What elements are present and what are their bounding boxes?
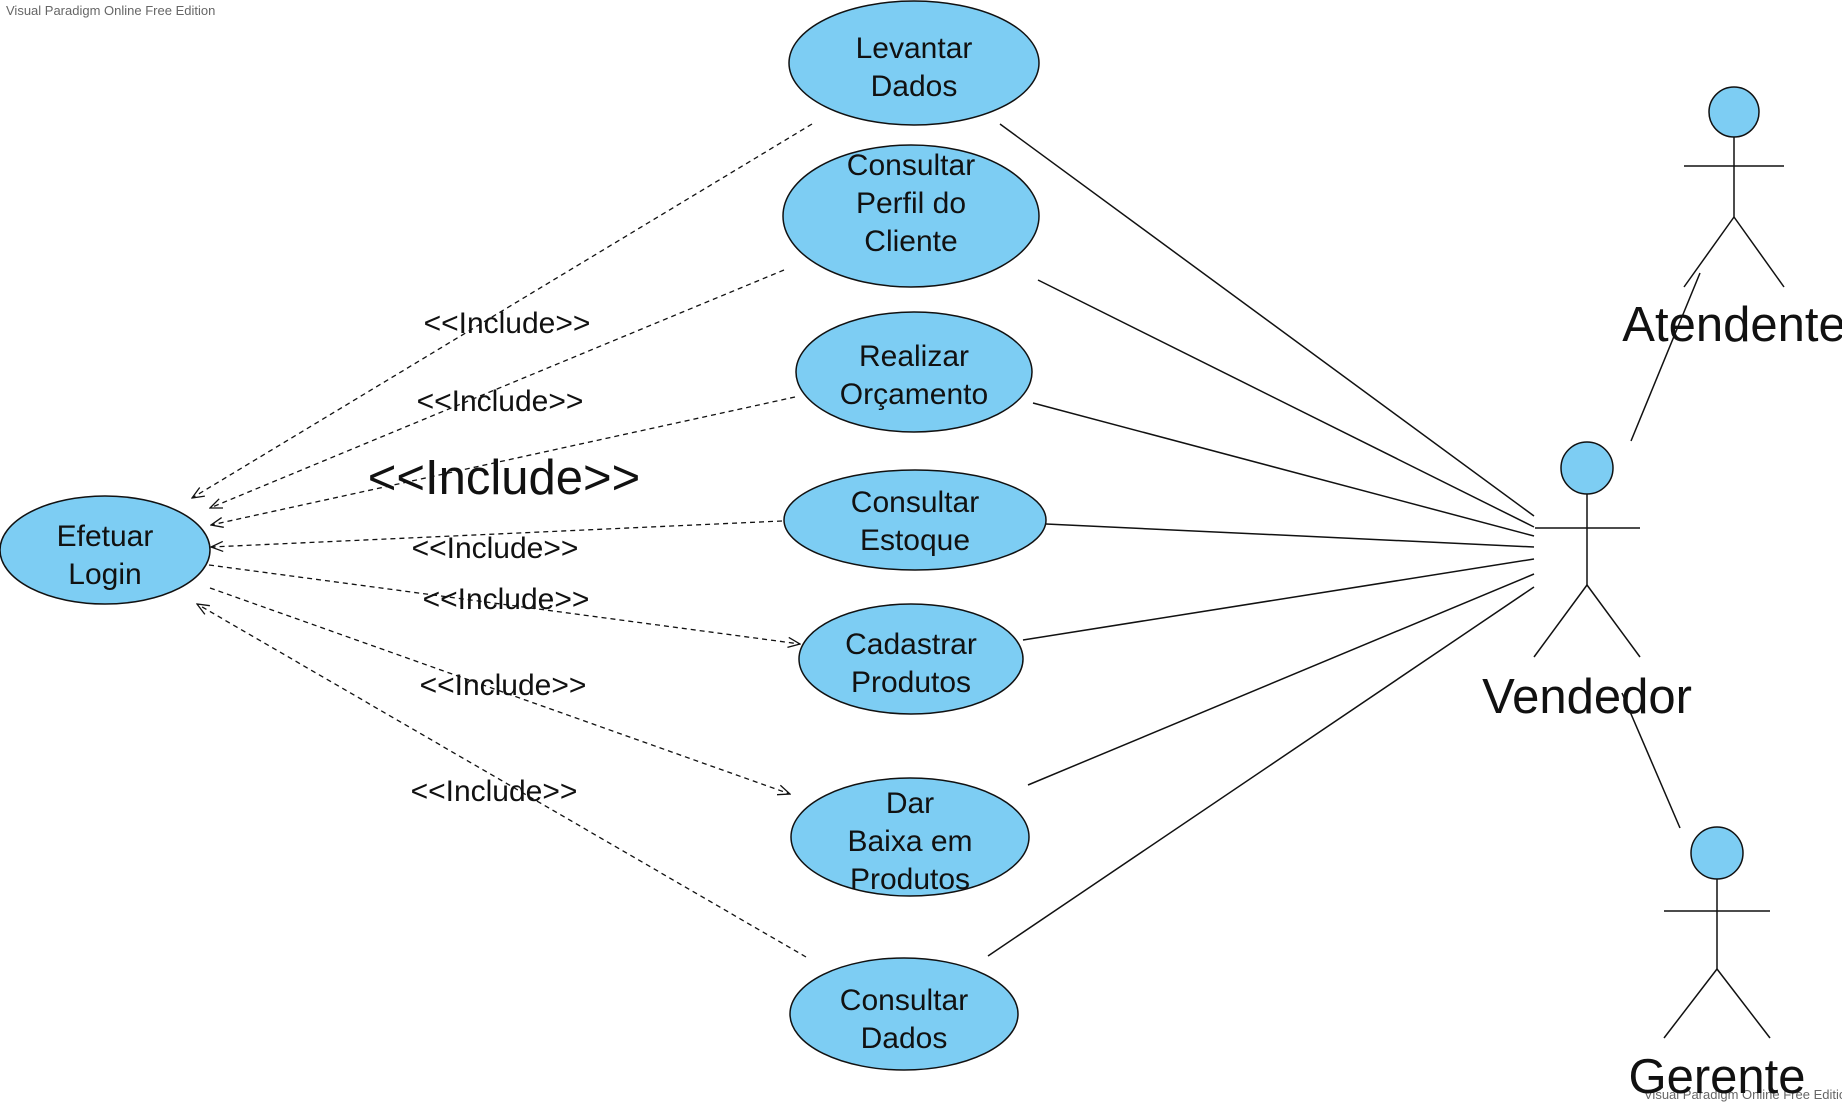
association-realizar-orcamento bbox=[1032, 402, 1535, 537]
use-case-label: Perfil do bbox=[856, 187, 966, 220]
generalization-gerente bbox=[1621, 692, 1681, 829]
watermark-bottom: Visual Paradigm Online Free Edition bbox=[1644, 1087, 1842, 1102]
use-case-label: Dar bbox=[886, 787, 934, 820]
include-label: <<Include>> bbox=[412, 532, 579, 565]
association-lines bbox=[987, 123, 1701, 957]
use-case-label: Consultar bbox=[851, 486, 979, 519]
include-arrow-realizar-orcamento bbox=[211, 396, 796, 525]
include-arrow-levantar-dados bbox=[192, 123, 813, 498]
use-case-levantar-dados[interactable]: Levantar Dados bbox=[788, 0, 1040, 126]
include-arrow-dar-baixa bbox=[209, 587, 790, 794]
use-case-cadastrar-produtos[interactable]: Cadastrar Produtos bbox=[798, 603, 1024, 715]
include-dependencies bbox=[192, 123, 813, 958]
association-cadastrar-produtos bbox=[1022, 558, 1535, 641]
actor-head bbox=[1560, 441, 1614, 495]
use-case-label: Baixa em bbox=[847, 825, 972, 858]
association-consultar-perfil bbox=[1037, 279, 1535, 528]
include-label: <<Include>> bbox=[411, 775, 578, 808]
actor-head bbox=[1708, 86, 1760, 138]
actor-head bbox=[1690, 826, 1744, 880]
use-case-label: Login bbox=[68, 558, 141, 591]
use-case-label: Produtos bbox=[850, 863, 970, 896]
association-dar-baixa bbox=[1027, 573, 1535, 786]
include-label: <<Include>> bbox=[424, 307, 591, 340]
use-case-label: Realizar bbox=[859, 340, 969, 373]
use-case-realizar-orcamento[interactable]: Realizar Orçamento bbox=[795, 311, 1033, 433]
watermark-top: Visual Paradigm Online Free Edition bbox=[6, 3, 216, 18]
use-case-label: Consultar bbox=[840, 984, 968, 1017]
association-consultar-dados bbox=[987, 586, 1535, 957]
include-arrow-cadastrar-produtos bbox=[208, 564, 800, 644]
use-case-label: Efetuar bbox=[57, 520, 154, 553]
use-case-label: Consultar bbox=[847, 149, 975, 182]
use-case-label: Orçamento bbox=[840, 378, 988, 411]
actor-label-atendente: Atendente bbox=[1622, 298, 1842, 352]
use-case-label: Cliente bbox=[864, 225, 957, 258]
use-case-consultar-dados[interactable]: Consultar Dados bbox=[789, 957, 1019, 1071]
association-consultar-estoque bbox=[1045, 523, 1535, 548]
actor-label-gerente: Gerente bbox=[1628, 1050, 1805, 1103]
association-levantar-dados bbox=[999, 123, 1535, 517]
include-label: <<Include>> bbox=[417, 385, 584, 418]
include-arrow-consultar-dados bbox=[197, 604, 807, 958]
use-case-label: Levantar bbox=[856, 32, 973, 65]
use-case-consultar-perfil-do-cliente[interactable]: Consultar Perfil do Cliente bbox=[782, 144, 1040, 288]
include-label: <<Include>> bbox=[423, 583, 590, 616]
use-case-label: Dados bbox=[871, 70, 958, 103]
use-case-label: Cadastrar bbox=[845, 628, 977, 661]
use-case-label: Estoque bbox=[860, 524, 970, 557]
actor-gerente[interactable] bbox=[1663, 826, 1771, 1039]
actor-atendente[interactable] bbox=[1683, 86, 1785, 288]
include-arrow-consultar-perfil bbox=[210, 269, 785, 508]
include-labels: <<Include>> <<Include>> <<Include>> <<In… bbox=[368, 307, 640, 808]
use-case-label: Dados bbox=[861, 1022, 948, 1055]
use-case-consultar-estoque[interactable]: Consultar Estoque bbox=[783, 469, 1047, 571]
generalization-atendente bbox=[1630, 272, 1701, 442]
include-label: <<Include>> bbox=[420, 669, 587, 702]
actor-vendedor[interactable] bbox=[1533, 441, 1641, 658]
use-case-label: Produtos bbox=[851, 666, 971, 699]
actor-label-vendedor: Vendedor bbox=[1482, 670, 1692, 724]
use-case-efetuar-login[interactable]: Efetuar Login bbox=[0, 495, 211, 605]
use-case-dar-baixa-em-produtos[interactable]: Dar Baixa em Produtos bbox=[790, 777, 1030, 897]
include-label: <<Include>> bbox=[368, 451, 640, 505]
